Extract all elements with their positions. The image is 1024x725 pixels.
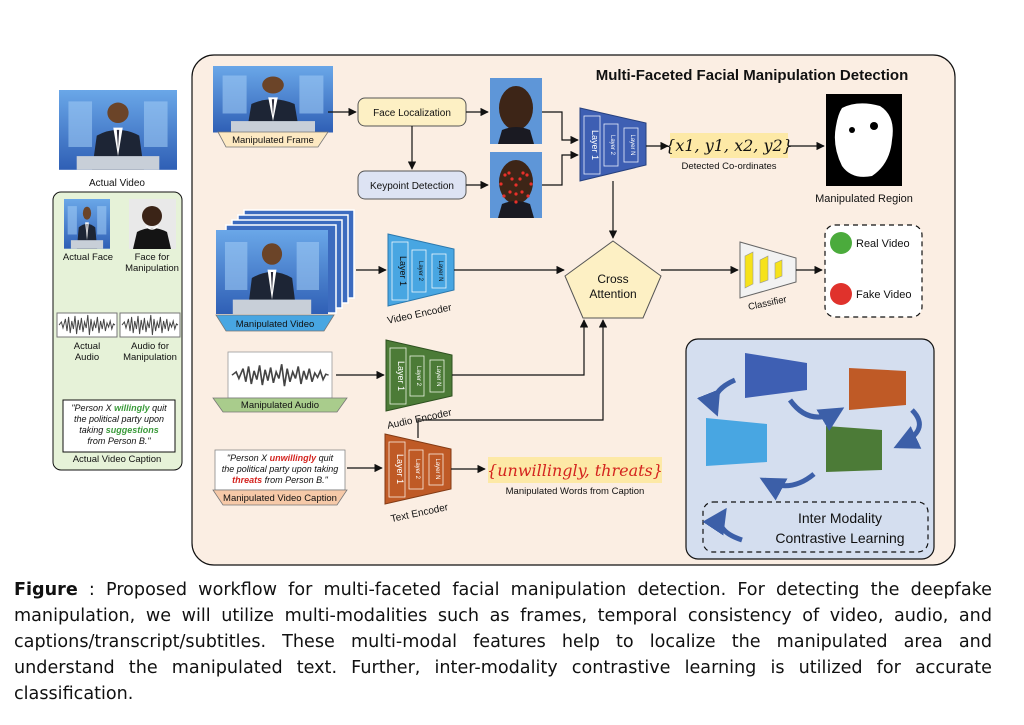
contrastive-arrow-2	[787, 398, 845, 432]
cross-attention-label-2: Attention	[589, 287, 636, 301]
actual-caption-box	[62, 399, 176, 453]
contrastive-arrow-4	[759, 472, 816, 501]
video-encoder-layer2: Layer 2	[417, 261, 423, 282]
detected-coordinates: {x1, y1, x2, y2}	[665, 136, 793, 155]
manipulated-caption-label: Manipulated Video Caption	[223, 493, 337, 504]
actual-audio-waveform	[56, 312, 118, 338]
cross-attention-block	[564, 240, 662, 319]
real-video-indicator	[830, 232, 852, 254]
audio-for-manipulation-label-2: Manipulation	[123, 352, 177, 363]
text-encoder-layerN: Layer N	[434, 458, 440, 479]
manipulated-caption-box	[214, 449, 346, 491]
diagram-title: Multi-Faceted Facial Manipulation Detect…	[596, 67, 909, 84]
frame-encoder-layer1: Layer 1	[590, 130, 600, 160]
arrow-text-encoder-to-cross	[417, 319, 608, 438]
contrastive-label-1: Inter Modality	[798, 510, 882, 526]
audio-encoder: Layer 1 Layer 2 Layer N	[385, 339, 453, 412]
audio-encoder-layer2: Layer 2	[415, 366, 421, 387]
manipulated-region-mask	[826, 94, 902, 186]
figure-caption-lead: Figure	[14, 580, 78, 600]
contrastive-audio-shape	[826, 426, 882, 472]
contrastive-text-shape	[849, 368, 906, 410]
manipulated-region-label: Manipulated Region	[815, 193, 913, 205]
actual-audio-label-1: Actual	[74, 341, 100, 352]
contrastive-label-2: Contrastive Learning	[775, 530, 904, 546]
audio-for-manipulation-waveform	[119, 312, 181, 338]
text-encoder-layer2: Layer 2	[414, 459, 420, 480]
fake-video-indicator	[830, 283, 852, 305]
keypoint-face-image	[490, 152, 542, 218]
actual-audio-label-2: Audio	[75, 352, 99, 363]
manipulated-audio-label: Manipulated Audio	[241, 400, 319, 411]
manipulated-audio-tray	[212, 397, 348, 413]
audio-encoder-layer1: Layer 1	[396, 361, 406, 391]
workflow-diagram: Actual Video Actual Face Face for Manipu…	[52, 54, 956, 566]
manipulated-words: {unwillingly, threats}	[487, 461, 663, 480]
manipulated-frame-thumbnail	[213, 66, 333, 133]
coords-highlight	[670, 133, 788, 158]
reference-inputs-group: Actual Video Actual Face Face for Manipu…	[52, 90, 183, 471]
arrow-keypoints-to-encoder	[542, 150, 579, 186]
actual-video-thumbnail	[59, 90, 177, 170]
figure-caption: Figure : Proposed workflow for multi-fac…	[14, 577, 992, 707]
frame-encoder-layerN: Layer N	[629, 134, 635, 155]
manipulated-caption-line-3: threats from Person B."	[232, 475, 329, 485]
figure-caption-text: : Proposed workflow for multi-faceted fa…	[14, 580, 992, 704]
fake-video-label: Fake Video	[856, 289, 911, 301]
text-encoder-layer1: Layer 1	[395, 454, 405, 484]
actual-face-label: Actual Face	[63, 252, 113, 263]
face-for-manipulation-label-2: Manipulation	[125, 263, 179, 274]
manipulated-video-tray	[215, 314, 335, 332]
manipulated-frame-label: Manipulated Frame	[232, 135, 314, 146]
contrastive-frame-shape	[745, 353, 807, 398]
face-for-manipulation-thumbnail	[129, 199, 176, 249]
words-highlight	[488, 457, 662, 483]
actual-caption-line-2: the political party upon	[74, 414, 164, 424]
manipulated-words-label: Manipulated Words from Caption	[506, 486, 645, 497]
contrastive-loop-arrow	[702, 507, 743, 543]
actual-caption-line-1: "Person X willingly quit	[71, 403, 167, 413]
arrow-audio-encoder-to-cross	[452, 319, 589, 376]
detected-coordinates-label: Detected Co-ordinates	[681, 161, 776, 172]
audio-for-manipulation-label-1: Audio for	[131, 341, 169, 352]
manipulated-frame-tray	[217, 131, 329, 148]
actual-video-label: Actual Video	[89, 178, 145, 189]
actual-face-thumbnail	[64, 199, 110, 249]
manipulated-video-label: Manipulated Video	[236, 319, 315, 330]
classifier	[739, 241, 797, 299]
frame-encoder: Layer 1 Layer 2 Layer N	[579, 107, 647, 182]
manipulated-caption-line-2: the political party upon taking	[222, 464, 339, 474]
actual-video-caption-label: Actual Video Caption	[73, 454, 162, 465]
keypoint-detection-label: Keypoint Detection	[370, 181, 454, 192]
manipulated-caption-tray	[212, 489, 348, 506]
manipulated-caption-line-1: "Person X unwillingly quit	[227, 453, 334, 463]
contrastive-arrow-3	[893, 408, 922, 449]
text-encoder: Layer 1 Layer 2 Layer N	[384, 433, 452, 505]
actual-caption-line-4: from Person B."	[87, 436, 151, 446]
contrastive-label-box	[702, 501, 929, 553]
manipulated-video-stack	[216, 209, 355, 314]
real-video-label: Real Video	[856, 238, 910, 250]
arrow-face-to-encoder	[542, 111, 579, 145]
audio-encoder-layerN: Layer N	[435, 365, 441, 386]
cross-attention-label-1: Cross	[597, 272, 628, 286]
face-crop-image	[490, 78, 542, 144]
contrastive-arrow-1	[696, 377, 737, 417]
video-encoder-layerN: Layer N	[437, 260, 443, 281]
face-for-manipulation-label-1: Face for	[135, 252, 170, 263]
video-encoder: Layer 1 Layer 2 Layer N	[387, 233, 455, 307]
video-encoder-layer1: Layer 1	[398, 256, 408, 286]
contrastive-video-shape	[706, 418, 767, 466]
face-localization-label: Face Localization	[373, 108, 451, 119]
manipulated-audio-waveform	[227, 351, 333, 399]
actual-caption-line-3: taking suggestions	[79, 425, 159, 435]
frame-encoder-layer2: Layer 2	[609, 135, 615, 156]
